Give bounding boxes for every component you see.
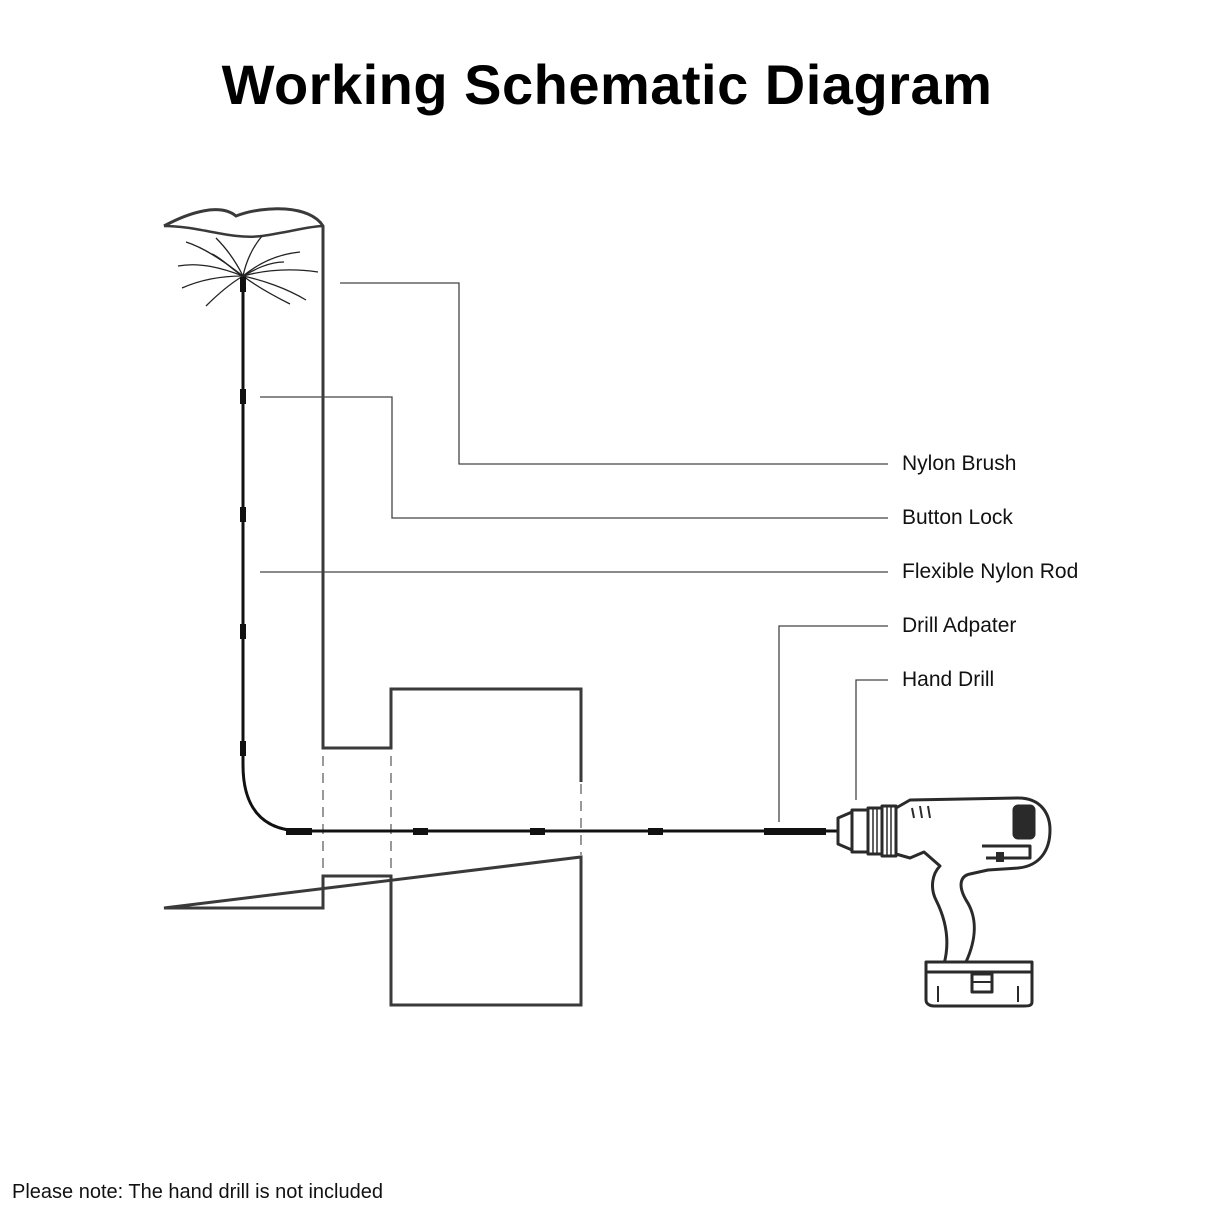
nylon-brush-icon xyxy=(177,235,319,307)
button-lock-9 xyxy=(648,828,663,835)
button-lock-5 xyxy=(240,741,246,756)
label-hand-drill: Hand Drill xyxy=(902,668,995,691)
button-lock-1 xyxy=(240,277,246,292)
label-flexible-nylon-rod: Flexible Nylon Rod xyxy=(902,560,1079,583)
hand-drill-icon xyxy=(836,796,1052,1008)
button-lock-6 xyxy=(286,828,312,835)
pipe-rim xyxy=(163,224,324,238)
button-lock-8 xyxy=(530,828,545,835)
leader-lines xyxy=(260,282,888,822)
leader-nylon-brush xyxy=(340,282,888,465)
leader-button-lock xyxy=(260,396,888,519)
button-lock-2 xyxy=(240,389,246,404)
leader-hand-drill xyxy=(855,679,888,800)
label-nylon-brush: Nylon Brush xyxy=(902,452,1017,475)
footer-note: Please note: The hand drill is not inclu… xyxy=(12,1181,383,1203)
button-lock-7 xyxy=(413,828,428,835)
label-button-lock: Button Lock xyxy=(902,506,1013,529)
page-title: Working Schematic Diagram xyxy=(221,53,993,116)
button-lock-3 xyxy=(240,507,246,522)
label-drill-adapter: Drill Adpater xyxy=(902,614,1017,637)
drill-adapter xyxy=(764,828,826,835)
button-lock-4 xyxy=(240,624,246,639)
leader-drill-adapter xyxy=(778,625,888,822)
vertical-pipe xyxy=(163,207,583,1007)
